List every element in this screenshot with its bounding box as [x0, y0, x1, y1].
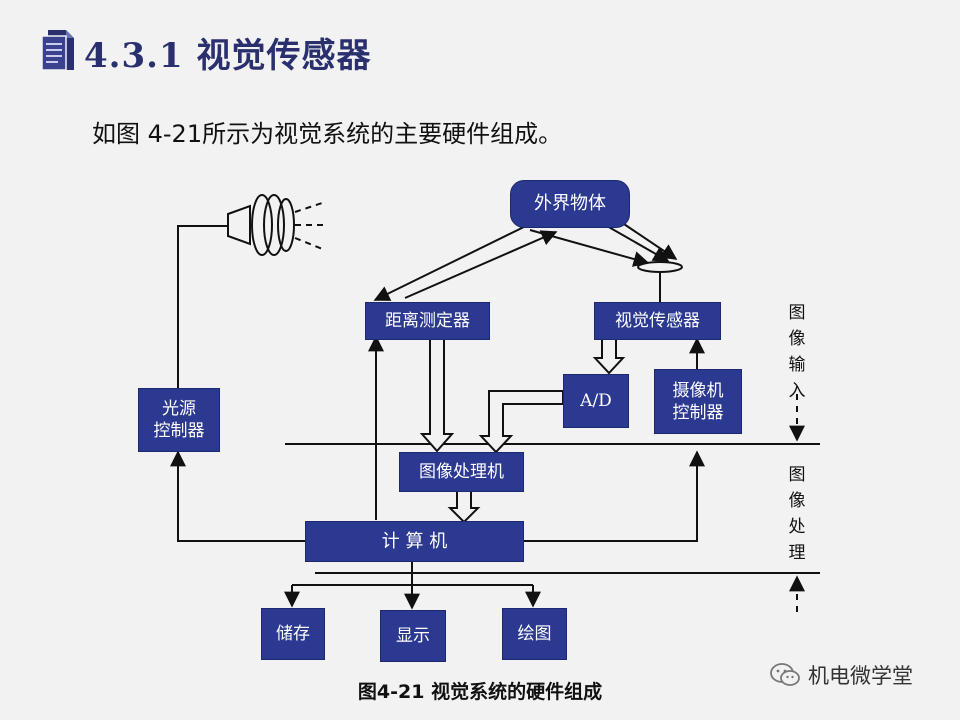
ad-converter-box: A/D [563, 374, 629, 428]
line-lightctrl-to-lightsource [177, 225, 228, 388]
lens-icon [637, 261, 683, 273]
camera-controller-box: 摄像机 控制器 [654, 369, 742, 434]
arrow-computer-to-lightctrl [170, 450, 305, 542]
arrow-rangefinder-to-object [404, 230, 558, 299]
chat-bubble-icon [770, 663, 800, 686]
watermark: 机电微学堂 [770, 660, 913, 690]
hollow-arrow-imageproc-to-computer [447, 489, 481, 524]
figure-caption: 图4-21 视觉系统的硬件组成 [357, 681, 603, 703]
hollow-arrow-ad-to-imageproc [478, 390, 564, 454]
plot-box: 绘图 [502, 608, 567, 660]
computer-box: 计 算 机 [305, 521, 524, 562]
arrow-object-to-lens-a [529, 229, 650, 267]
visual-sensor-box: 视觉传感器 [594, 302, 721, 340]
zone-label-image-processing: 图像处理 [788, 465, 806, 563]
light-source-icon [227, 194, 326, 256]
arrow-object-to-lens-b [599, 221, 670, 262]
display-box: 显示 [380, 610, 446, 662]
rangefinder-box: 距离测定器 [365, 302, 490, 340]
external-object-box: 外界物体 [510, 180, 630, 228]
image-processor-box: 图像处理机 [399, 452, 524, 492]
slide-title: 4.3.1 视觉传感器 [84, 36, 372, 76]
watermark-text: 机电微学堂 [808, 664, 913, 688]
intro-text: 如图 4-21所示为视觉系统的主要硬件组成。 [92, 120, 563, 148]
storage-box: 储存 [261, 608, 325, 660]
arrow-computer-to-cameractrl [522, 450, 705, 542]
zone-label-image-input: 图像输入 [788, 303, 806, 401]
hollow-arrow-rangefinder-to-imageproc [419, 337, 455, 453]
arrow-object-to-lens-c [614, 217, 678, 260]
document-icon [41, 30, 74, 71]
hollow-arrow-sensor-to-ad [592, 338, 626, 375]
light-controller-box: 光源 控制器 [138, 388, 220, 452]
arrow-object-to-rangefinder [373, 223, 531, 301]
